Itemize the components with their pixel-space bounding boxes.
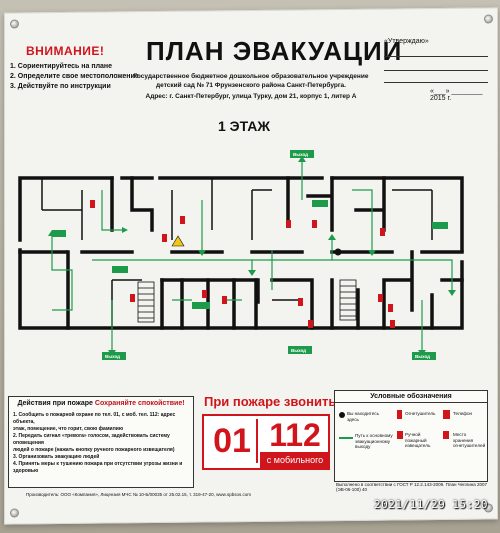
legend-box: Условные обозначения Вы находитесь здесь…	[334, 390, 488, 482]
warning-step: 3. Действуйте по инструкции	[10, 83, 111, 90]
legend-item: Телефон	[453, 411, 473, 416]
legend-item: Огнетушитель	[405, 411, 436, 416]
exit-sign-label: Выход	[105, 354, 120, 359]
org-line: детский сад № 71 Фрунзенского района Сан…	[156, 82, 346, 89]
approval-line	[384, 70, 488, 71]
fire-actions-box: Действия при пожаре Сохраняйте спокойств…	[8, 396, 194, 488]
fire-action-item: 2. Передать сигнал «тревога» голосом, за…	[13, 433, 170, 446]
fire-actions-list: 1. Сообщить о пожарной охране по тел. 01…	[13, 412, 189, 475]
extinguisher-storage-icon	[443, 431, 449, 439]
fire-actions-heading: Действия при пожаре Сохраняйте спокойств…	[13, 400, 189, 407]
fire-actions-title: Действия при пожаре	[17, 400, 93, 407]
exit-sign-label: Выход	[291, 348, 306, 353]
emergency-numbers: 01 112 с мобильного	[202, 414, 330, 470]
warning-title: ВНИМАНИЕ!	[26, 44, 105, 58]
extinguisher-markers	[90, 200, 395, 328]
stairs	[137, 279, 357, 323]
exit-sign-labels: Выход Выход Выход Выход	[105, 152, 430, 359]
exit-signs	[52, 150, 448, 360]
legend-item: Вы находитесь здесь	[347, 411, 379, 422]
approval-line	[384, 56, 488, 57]
legend-item: Путь к основному эвакуационному выходу	[355, 433, 393, 449]
mobile-label: с мобильного	[260, 452, 330, 468]
fire-action-item: 3. Организовать эвакуацию людей	[13, 454, 100, 460]
approval-year: «___» ________ 2015 г.	[430, 88, 483, 102]
landline-number: 01	[208, 419, 258, 463]
legend-item: Ручной пожарный извещатель	[405, 432, 431, 448]
route-icon	[339, 437, 353, 439]
phone-icon	[443, 410, 450, 419]
fire-action-item: этаж, помещение, что горит, свою фамилию	[13, 426, 124, 432]
warning-step: 2. Определите свое местоположение	[10, 73, 139, 80]
mobile-number: 112	[269, 417, 321, 453]
plan-walls	[18, 176, 464, 330]
floor-label: 1 ЭТАЖ	[218, 118, 271, 134]
footer-standard: Выполнено в соответствии с ГОСТ Р 12.2.1…	[336, 482, 488, 492]
you-are-here-icon	[339, 412, 345, 418]
plan-title: ПЛАН ЭВАКУАЦИИ	[146, 36, 403, 66]
org-address: Адрес: г. Санкт-Петербург, улица Турку, …	[145, 93, 357, 100]
call-title: При пожаре звонить	[204, 394, 337, 409]
screw-top-left	[10, 19, 19, 29]
evacuation-routes	[51, 160, 453, 350]
fire-action-item: 4. Принять меры к тушению пожара при отс…	[13, 461, 183, 474]
fire-actions-subtitle: Сохраняйте спокойствие!	[94, 400, 185, 407]
fire-action-item: 1. Сообщить о пожарной охране по тел. 01…	[13, 412, 176, 425]
screw-top-right	[484, 14, 493, 24]
organization-info: Государственное бюджетное дошкольное обр…	[128, 72, 374, 101]
exit-sign-label: Выход	[293, 152, 308, 157]
fire-action-item: людей о пожаре (нажать кнопку ручного по…	[13, 447, 175, 453]
footer-manufacturer: Производитель: ООО «Компания», Лицензия …	[26, 492, 251, 497]
legend-title: Условные обозначения	[335, 391, 487, 403]
approval-label: «Утверждаю»	[384, 38, 429, 45]
warning-step: 1. Сориентируйтесь на плане	[10, 63, 113, 70]
floor-plan: Выход Выход Выход Выход	[18, 150, 464, 360]
warning-triangle	[171, 235, 185, 247]
warning-steps: 1. Сориентируйтесь на плане 2. Определит…	[10, 62, 139, 92]
exit-sign-label: Выход	[415, 354, 430, 359]
legend-item: Место хранения огнетушителей	[453, 432, 486, 448]
approval-line	[384, 82, 488, 83]
screw-bottom-left	[10, 508, 19, 518]
extinguisher-icon	[397, 410, 402, 419]
org-line: Государственное бюджетное дошкольное обр…	[133, 73, 369, 80]
photo-timestamp: 2021/11/29 15:20	[374, 498, 488, 511]
you-are-here-marker	[334, 248, 342, 256]
fire-alarm-icon	[397, 431, 403, 439]
